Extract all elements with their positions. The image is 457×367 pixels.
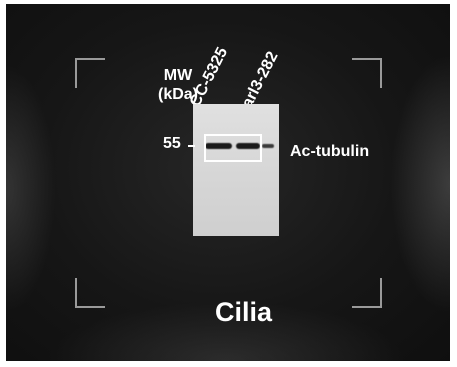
frame-corner-bottom-right [352,278,382,308]
mw-label-line2: (kDa) [158,86,199,103]
mw-label: MW (kDa) [158,66,198,104]
edge-glow-left [6,64,56,314]
panel-label: Cilia [215,297,273,327]
protein-band-lane3 [262,144,274,148]
band-label: Ac-tubulin [290,143,370,160]
edge-glow-right [390,54,450,314]
protein-band-lane1 [205,143,232,149]
band-highlight-box [204,134,262,162]
frame-corner-top-left [75,58,105,88]
molecular-weight-marker: 55 [163,135,181,152]
protein-band-lane2 [236,143,260,149]
frame-corner-top-right [352,58,382,88]
frame-corner-bottom-left [75,278,105,308]
western-blot-membrane [193,104,279,236]
marker-tick [188,145,195,147]
mw-label-line1: MW [163,67,193,84]
